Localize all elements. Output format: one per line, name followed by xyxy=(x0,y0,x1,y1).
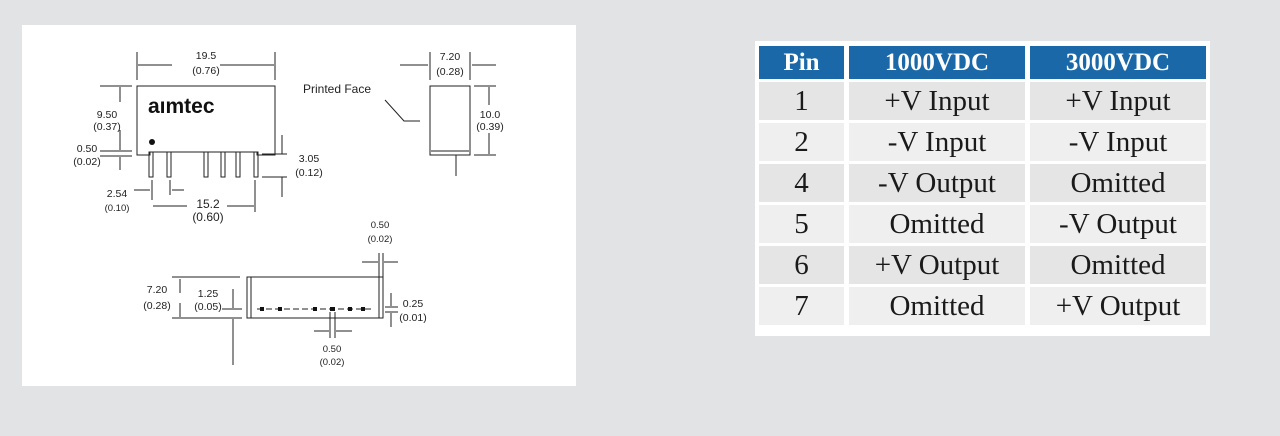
dim-width-mm: 19.5 xyxy=(196,50,217,62)
cell-3000vdc: +V Input xyxy=(1030,82,1206,120)
dim-pin-offset-in: (0.05) xyxy=(194,301,221,313)
dim-bottom-depth-mm: 7.20 xyxy=(147,284,168,296)
dim-pin-thick-in: (0.01) xyxy=(399,312,426,324)
dim-pin-length-mm: 3.05 xyxy=(299,153,320,165)
cell-1000vdc: Omitted xyxy=(849,205,1025,243)
pin-table-panel: Pin 1000VDC 3000VDC 1+V Input+V Input 2-… xyxy=(755,41,1210,336)
dim-pin-width-in: (0.02) xyxy=(320,357,345,368)
dim-side-height-in: (0.39) xyxy=(476,121,503,133)
cell-pin: 4 xyxy=(759,164,844,202)
dim-span-in: (0.60) xyxy=(192,210,223,224)
cell-pin: 5 xyxy=(759,205,844,243)
cell-pin: 7 xyxy=(759,287,844,325)
cell-3000vdc: +V Output xyxy=(1030,287,1206,325)
dim-wall-in: (0.02) xyxy=(368,234,393,245)
cell-1000vdc: +V Input xyxy=(849,82,1025,120)
cell-pin: 1 xyxy=(759,82,844,120)
table-row: 1+V Input+V Input xyxy=(759,82,1206,120)
dim-height-in: (0.37) xyxy=(93,121,120,133)
cell-1000vdc: +V Output xyxy=(849,246,1025,284)
dim-pin-offset-mm: 1.25 xyxy=(198,288,219,300)
cell-pin: 6 xyxy=(759,246,844,284)
dim-standoff-mm: 0.50 xyxy=(77,143,98,155)
mechanical-drawing-panel: aımtec 19.5 (0.76) 9.50 (0.37) 0.50 (0.0… xyxy=(22,25,576,386)
cell-3000vdc: Omitted xyxy=(1030,246,1206,284)
pin-table: Pin 1000VDC 3000VDC 1+V Input+V Input 2-… xyxy=(754,43,1211,328)
dim-span-mm: 15.2 xyxy=(196,197,220,211)
header-1000vdc: 1000VDC xyxy=(849,46,1025,79)
table-header-row: Pin 1000VDC 3000VDC xyxy=(759,46,1206,79)
header-pin: Pin xyxy=(759,46,844,79)
dim-width-in: (0.76) xyxy=(192,65,219,77)
dim-pitch-in: (0.10) xyxy=(105,203,130,214)
dim-pin-length-in: (0.12) xyxy=(295,167,322,179)
dim-standoff-in: (0.02) xyxy=(73,156,100,168)
front-view: aımtec 19.5 (0.76) 9.50 (0.37) 0.50 (0.0… xyxy=(73,50,322,224)
dim-pin-width-mm: 0.50 xyxy=(323,344,342,355)
cell-1000vdc: Omitted xyxy=(849,287,1025,325)
dim-side-height-mm: 10.0 xyxy=(480,109,501,121)
table-row: 2-V Input-V Input xyxy=(759,123,1206,161)
dim-depth-in: (0.28) xyxy=(436,66,463,78)
cell-3000vdc: Omitted xyxy=(1030,164,1206,202)
cell-1000vdc: -V Output xyxy=(849,164,1025,202)
dim-pin-thick-mm: 0.25 xyxy=(403,298,424,310)
bottom-view: 7.20 (0.28) 1.25 (0.05) 0.50 (0.02) 0.25… xyxy=(143,220,426,368)
mechanical-drawing: aımtec 19.5 (0.76) 9.50 (0.37) 0.50 (0.0… xyxy=(73,50,504,368)
cell-3000vdc: -V Output xyxy=(1030,205,1206,243)
printed-face-label: Printed Face xyxy=(303,82,371,96)
dim-bottom-depth-in: (0.28) xyxy=(143,300,170,312)
side-view: 7.20 (0.28) 10.0 (0.39) Printed Face xyxy=(303,51,504,176)
cell-1000vdc: -V Input xyxy=(849,123,1025,161)
cell-3000vdc: -V Input xyxy=(1030,123,1206,161)
dim-wall-mm: 0.50 xyxy=(371,220,390,231)
aimtec-logo: aımtec xyxy=(148,95,215,118)
dim-pitch-mm: 2.54 xyxy=(107,188,128,200)
cell-pin: 2 xyxy=(759,123,844,161)
dim-height-mm: 9.50 xyxy=(97,109,118,121)
dim-depth-mm: 7.20 xyxy=(440,51,461,63)
header-3000vdc: 3000VDC xyxy=(1030,46,1206,79)
